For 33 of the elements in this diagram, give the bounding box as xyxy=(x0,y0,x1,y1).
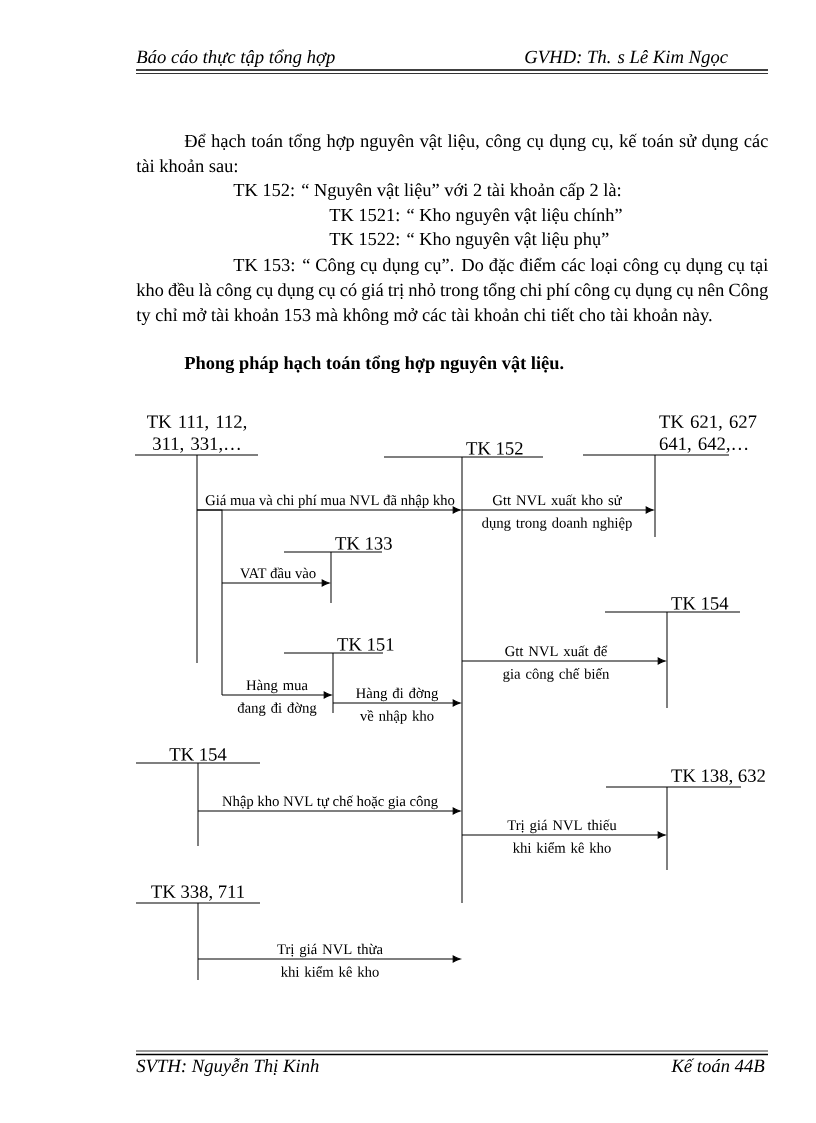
footer-text: SVTH: Nguyễn Thị Kinh xyxy=(136,1058,319,1077)
arrow xyxy=(461,506,654,514)
t-account: TK 154 xyxy=(666,597,729,709)
arrow xyxy=(196,506,461,514)
arrow xyxy=(221,579,330,587)
edge-label: Hàng mua đang đi đờng xyxy=(237,679,317,716)
t-account: TK 338, 711 xyxy=(151,885,244,981)
t-account: TK 133 xyxy=(330,537,392,604)
edge-label: VAT đầu vào xyxy=(240,567,316,579)
arrow xyxy=(461,657,666,665)
arrow xyxy=(221,691,332,699)
t-account: TK 138, 632 xyxy=(666,769,765,871)
edge-label: Trị giá NVL thiếu khi kiểm kê kho xyxy=(507,819,617,853)
edge-label: Gtt NVL xuất kho sử dụng trong doanh nghiệp xyxy=(482,494,632,531)
arrow xyxy=(197,955,461,963)
edge-label: Trị giá NVL thừa khi kiểm kê kho xyxy=(277,943,383,977)
arrow xyxy=(332,699,461,707)
t-account: TK 621, 627 641, 642,… xyxy=(654,415,757,538)
arrow xyxy=(461,831,666,839)
text-line: TK 152: “ Nguyên vật liệu” với 2 tài khoản cấp 2 là: xyxy=(233,182,621,200)
edge-label: Nhập kho NVL tự chế hoặc gia công xyxy=(222,795,438,810)
header-text: Báo cáo thực tập tổng hợp xyxy=(136,49,335,67)
edge-label: Giá mua và chi phí mua NVL đã nhập kho xyxy=(205,494,455,509)
paragraph: Để hạch toán tổng hợp nguyên vật liệu, công cụ dụng cụ, kế toán sử dụng các tài khoản sau: xyxy=(136,133,768,173)
edge-label: Hàng đi đờng về nhập kho xyxy=(356,687,439,724)
heading: Phong pháp hạch toán tổng hợp nguyên vật liệu. xyxy=(184,355,564,374)
arrow xyxy=(197,807,461,815)
text-line: TK 1522: “ Kho nguyên vật liệu phụ” xyxy=(329,232,609,249)
paragraph: TK 153: “ Công cụ dụng cụ”. Do đặc điểm các loại công cụ dụng cụ tại kho đều là công cụ dụng cụ có giá trị nhỏ trong tổng chi phí công cụ dụng cụ nên Công ty chỉ mở tài khoản 153 mà không mở các tài khoản chi tiết cho tài khoản này. xyxy=(136,257,768,325)
edge-label: Gtt NVL xuất để gia công chế biến xyxy=(503,645,610,682)
header-text: GVHD: Th. s Lê Kim Ngọc xyxy=(525,50,728,67)
footer-text: Kế toán 44B xyxy=(671,1058,765,1073)
text-line: TK 1521: “ Kho nguyên vật liệu chính” xyxy=(329,208,622,225)
